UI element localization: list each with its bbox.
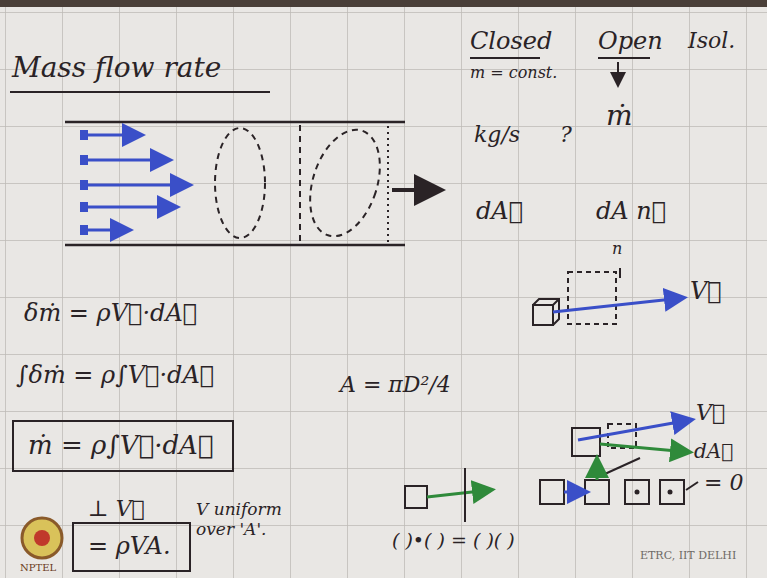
note-label: dA⃗ [476,198,523,226]
equation-text: ṁ = ρ∫V⃗·dA⃗ [28,430,218,460]
title: Mass flow rate [12,52,221,84]
note-label: n [612,240,622,258]
note-label: ⊥ V⃗ [88,496,145,521]
note-label: δṁ = ρV⃗·dA⃗ [24,300,197,328]
note-label: NPTEL [20,562,56,574]
equation-text: = ρVA. [88,532,175,560]
note-label: V uniform over 'A'. [196,500,316,539]
boxed-equation: ṁ = ρ∫V⃗·dA⃗ [12,420,234,472]
note-label: A = πD²/4 [340,372,451,397]
note-label: dA n⃗ [596,198,666,226]
note-label: dA⃗ [694,440,733,463]
note-label: ? [560,122,572,147]
note-label: kg/s [474,122,520,147]
note-label: Isol. [688,28,735,53]
note-label: ṁ [606,100,633,132]
note-label: ∫δṁ = ρ∫V⃗·dA⃗ [16,362,214,390]
note-label: Open [598,28,663,56]
note-label: V⃗ [696,400,725,425]
note-label: V⃗ [690,278,722,306]
note-label: m = const. [470,64,557,82]
note-label: = 0 [704,470,743,495]
note-label: Closed [470,28,552,56]
boxed-equation: = ρVA. [72,522,191,572]
note-label: ( )•( ) = ( )( ) [392,530,515,552]
note-label: ETRC, IIT DELHI [640,550,736,563]
